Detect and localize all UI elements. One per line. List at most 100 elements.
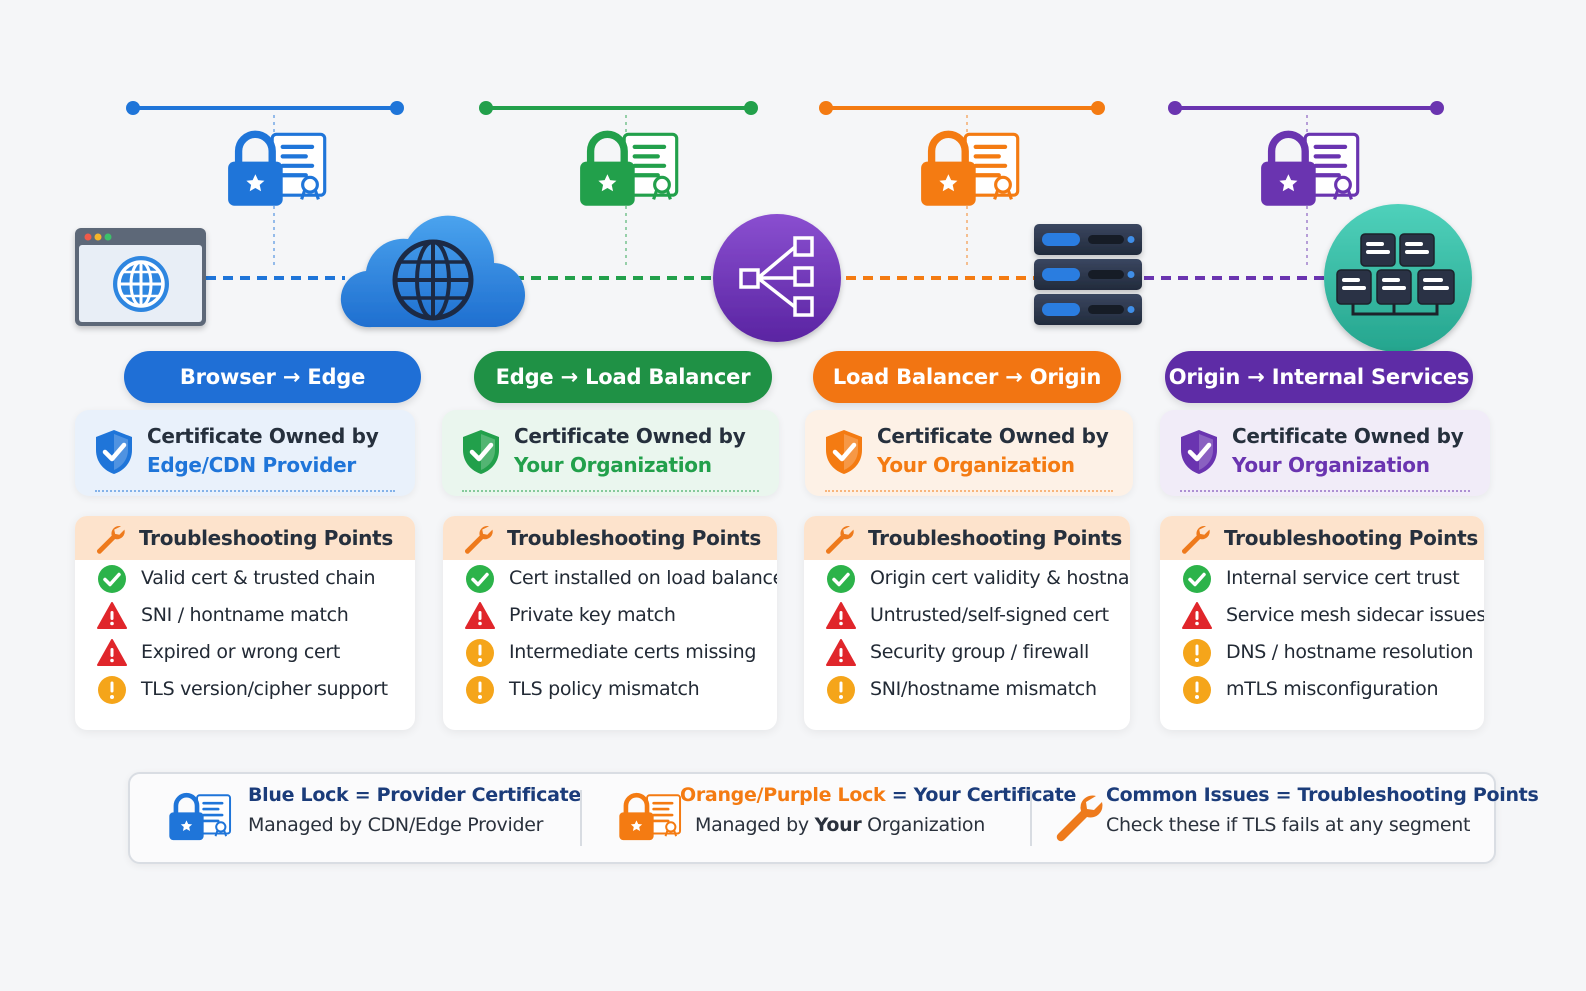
troubleshooting-item-text: Internal service cert trust: [1226, 567, 1460, 589]
legend-your-cert-subtitle: Managed by Your Organization: [695, 814, 985, 836]
lock-shackle: [234, 130, 276, 164]
error-triangle-icon: [97, 638, 127, 668]
troubleshooting-item-text: Service mesh sidecar issues: [1226, 604, 1484, 626]
wrench-icon: [822, 522, 856, 556]
service-cluster-icon: [1324, 204, 1472, 352]
troubleshooting-item-text: Untrusted/self-signed cert: [870, 604, 1109, 626]
troubleshooting-title: Troubleshooting Points: [868, 526, 1122, 550]
check-circle-icon: [465, 564, 495, 594]
blue-lock-icon: [169, 793, 232, 841]
legend-provider-subtitle: Managed by CDN/Edge Provider: [248, 814, 544, 836]
troubleshooting-item: SNI / hontname match: [97, 599, 415, 633]
legend-issues-subtitle: Check these if TLS fails at any segment: [1106, 814, 1471, 836]
lock-certificate-icon: [921, 130, 1020, 206]
segment-endpoint: [126, 101, 140, 115]
segment-endpoint: [1091, 101, 1105, 115]
browser-globe-icon: [75, 228, 206, 326]
troubleshooting-item-text: Intermediate certs missing: [509, 641, 757, 663]
error-triangle-icon: [1182, 601, 1212, 631]
owner-label: Certificate Owned by: [877, 424, 1109, 448]
segment-endpoint: [1168, 101, 1182, 115]
wrench-icon: [1178, 522, 1212, 556]
lock-shackle: [927, 130, 969, 164]
legend-title-rest: = Your Certificate: [885, 784, 1077, 806]
segment-endpoint: [479, 101, 493, 115]
troubleshooting-item-text: mTLS misconfiguration: [1226, 678, 1439, 700]
troubleshooting-item: Untrusted/self-signed cert: [826, 599, 1130, 633]
troubleshooting-item: Intermediate certs missing: [465, 636, 777, 670]
segment-endpoint: [744, 101, 758, 115]
wrench-icon: [93, 522, 127, 556]
segment-label-edge-lb: Edge → Load Balancer: [474, 351, 772, 403]
troubleshooting-header: Troubleshooting Points: [1160, 516, 1484, 560]
troubleshooting-title: Troubleshooting Points: [507, 526, 761, 550]
troubleshooting-title: Troubleshooting Points: [1224, 526, 1478, 550]
error-triangle-icon: [826, 601, 856, 631]
network-share-icon: [713, 214, 841, 342]
shield-check-icon: [460, 428, 502, 476]
troubleshooting-header: Troubleshooting Points: [804, 516, 1130, 560]
owner-name: Your Organization: [1232, 453, 1430, 477]
owner-label: Certificate Owned by: [147, 424, 379, 448]
certificate-owner-card: Certificate Owned by Your Organization: [442, 410, 779, 496]
legend-sub-bold: Your: [814, 814, 862, 836]
check-circle-icon: [826, 564, 856, 594]
error-triangle-icon: [465, 601, 495, 631]
segment-label-origin-internal: Origin → Internal Services: [1165, 351, 1473, 403]
troubleshooting-item: Cert installed on load balancer: [465, 562, 777, 596]
segment-endpoint: [390, 101, 404, 115]
lock-shackle: [173, 793, 200, 814]
cloud-globe-icon: [340, 215, 526, 328]
globe-icon: [392, 239, 474, 321]
warning-circle-icon: [826, 675, 856, 705]
segment-endpoint: [819, 101, 833, 115]
owner-label: Certificate Owned by: [1232, 424, 1464, 448]
legend-sub-prefix: Managed by: [695, 814, 815, 836]
troubleshooting-item-text: Origin cert validity & hostname: [870, 567, 1130, 589]
legend-highlight: Orange/Purple Lock: [680, 784, 886, 806]
troubleshooting-item: SNI/hostname mismatch: [826, 673, 1130, 707]
owner-divider: [95, 490, 395, 492]
troubleshooting-item-text: Cert installed on load balancer: [509, 567, 777, 589]
troubleshooting-item-text: Expired or wrong cert: [141, 641, 341, 663]
error-triangle-icon: [97, 601, 127, 631]
troubleshooting-item: DNS / hostname resolution: [1182, 636, 1484, 670]
troubleshooting-item: Private key match: [465, 599, 777, 633]
troubleshooting-title: Troubleshooting Points: [139, 526, 393, 550]
troubleshooting-item-text: SNI/hostname mismatch: [870, 678, 1097, 700]
owner-divider: [1180, 490, 1470, 492]
segment-label-lb-origin: Load Balancer → Origin: [813, 351, 1121, 403]
troubleshooting-item-text: TLS version/cipher support: [141, 678, 388, 700]
lock-shackle: [586, 130, 628, 164]
troubleshooting-item: Expired or wrong cert: [97, 636, 415, 670]
troubleshooting-header: Troubleshooting Points: [75, 516, 415, 560]
troubleshooting-header: Troubleshooting Points: [443, 516, 777, 560]
check-circle-icon: [1182, 564, 1212, 594]
troubleshooting-item: TLS version/cipher support: [97, 673, 415, 707]
owner-name: Your Organization: [514, 453, 712, 477]
check-circle-icon: [97, 564, 127, 594]
owner-label: Certificate Owned by: [514, 424, 746, 448]
shield-check-icon: [1178, 428, 1220, 476]
orange-lock-icon: [619, 793, 682, 841]
troubleshooting-item-text: Private key match: [509, 604, 676, 626]
troubleshooting-item: TLS policy mismatch: [465, 673, 777, 707]
lock-shackle: [1267, 130, 1309, 164]
legend-your-cert-title: Orange/Purple Lock = Your Certificate: [680, 784, 1076, 806]
troubleshooting-item-text: SNI / hontname match: [141, 604, 349, 626]
server-rack-icon: [1034, 224, 1142, 325]
troubleshooting-item-text: Valid cert & trusted chain: [141, 567, 376, 589]
error-triangle-icon: [826, 638, 856, 668]
troubleshooting-item: mTLS misconfiguration: [1182, 673, 1484, 707]
legend-divider: [1030, 790, 1032, 846]
lock-certificate-icon: [1261, 130, 1360, 206]
certificate-owner-card: Certificate Owned by Your Organization: [1160, 410, 1490, 496]
wrench-icon: [1056, 795, 1103, 842]
warning-circle-icon: [1182, 675, 1212, 705]
